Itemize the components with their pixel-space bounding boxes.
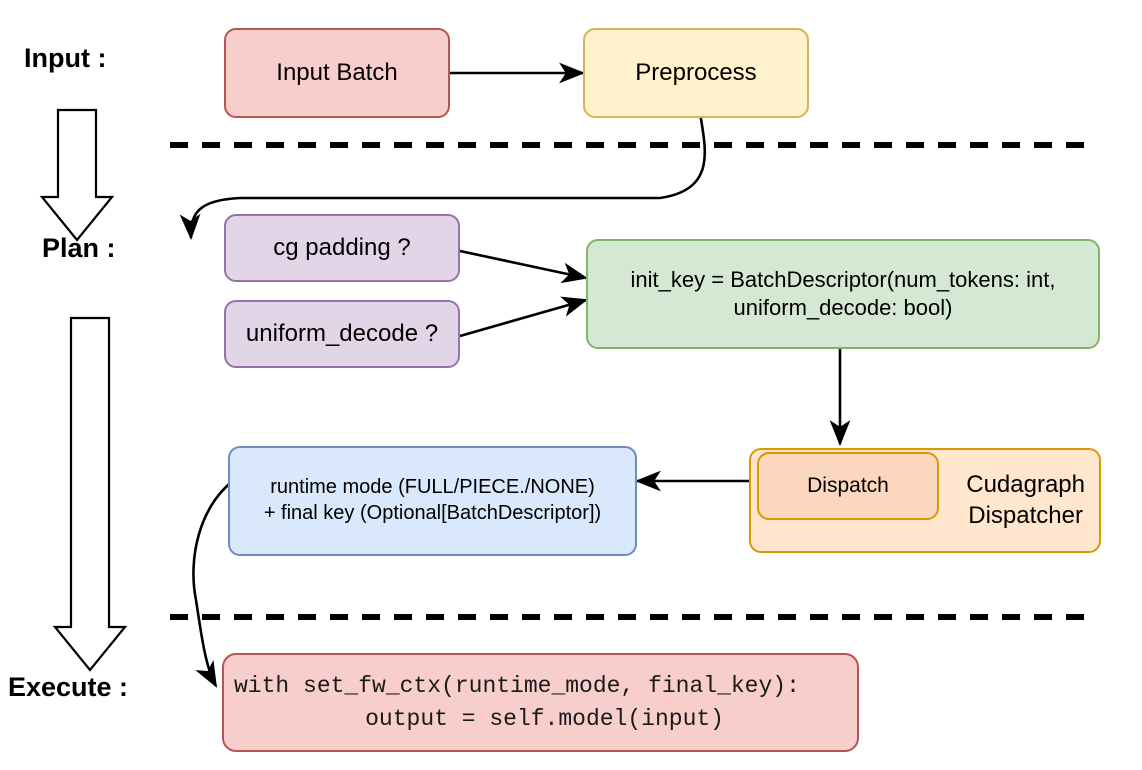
node-preprocess-label: Preprocess [635,58,757,86]
plan-to-execute-block-arrow [52,316,128,672]
node-runtime-mode[interactable]: runtime mode (FULL/PIECE./NONE) + final … [228,446,637,556]
input-to-plan-block-arrow [39,108,115,242]
node-cg-padding-label: cg padding ? [273,233,411,261]
node-init-key[interactable]: init_key = BatchDescriptor(num_tokens: i… [586,239,1100,349]
node-execute-code[interactable]: with set_fw_ctx(runtime_mode, final_key)… [222,653,859,752]
arrow-cg-padding-to-init-key [459,249,589,284]
node-preprocess[interactable]: Preprocess [583,28,809,118]
node-input-batch-label: Input Batch [276,58,398,86]
node-execute-code-label: with set_fw_ctx(runtime_mode, final_key)… [234,672,800,732]
stage-label-input: Input : [24,43,107,73]
node-input-batch[interactable]: Input Batch [224,28,450,118]
node-dispatch[interactable]: Dispatch [757,452,939,520]
node-cudagraph-dispatcher-label: Cudagraph Dispatcher [966,470,1085,529]
node-runtime-mode-label: runtime mode (FULL/PIECE./NONE) + final … [263,476,602,524]
stage-label-plan: Plan : [42,233,116,263]
arrow-uniform-decode-to-init-key [459,296,588,338]
node-dispatch-label: Dispatch [807,473,889,497]
node-init-key-label: init_key = BatchDescriptor(num_tokens: i… [630,266,1056,320]
node-uniform-decode-label: uniform_decode ? [245,319,439,347]
node-cg-padding[interactable]: cg padding ? [224,214,460,282]
stage-label-execute: Execute : [8,672,129,702]
node-uniform-decode[interactable]: uniform_decode ? [224,300,460,368]
